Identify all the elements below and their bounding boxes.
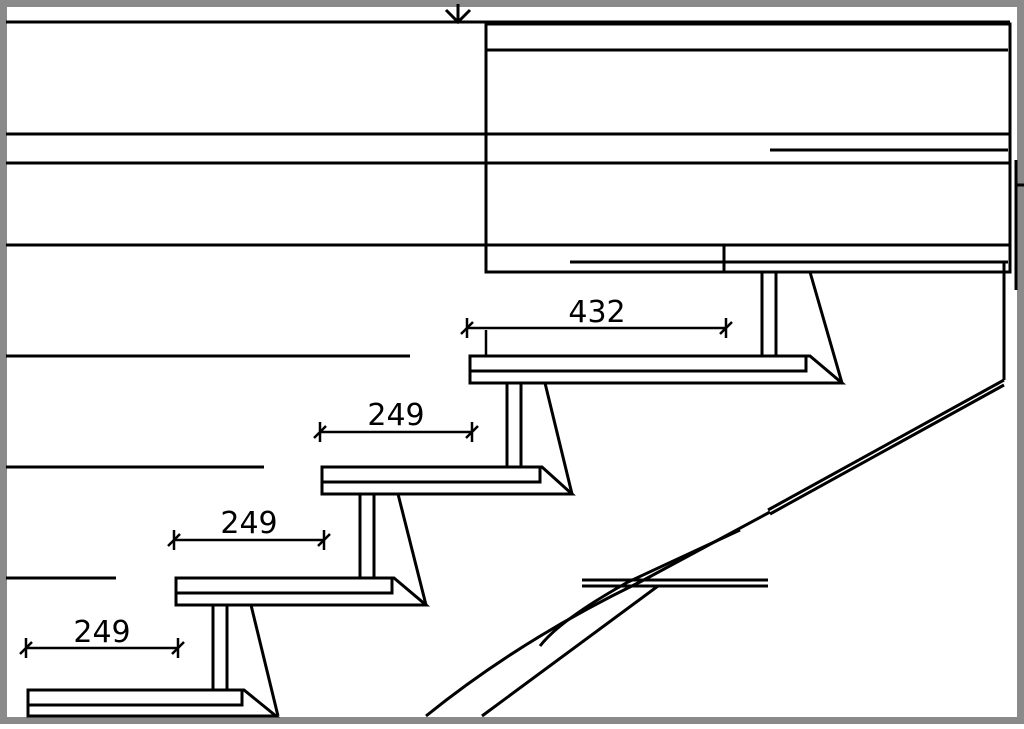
dim-top-slash-left [460, 321, 474, 335]
dimension-step-4: 249 [19, 615, 185, 658]
dimension-top: 432 [460, 295, 733, 356]
top-level-marker [6, 4, 1010, 25]
soffit-line-lower [481, 584, 659, 718]
stair-step-2 [320, 381, 576, 496]
tread-4-inner [28, 690, 244, 707]
tread-1-inner [470, 356, 808, 373]
stringer-2 [543, 382, 574, 495]
level-arrow-head [444, 8, 472, 25]
dim-3-slash-right [317, 533, 331, 547]
stringer-3 [396, 493, 428, 606]
dim-top-slash-right [719, 321, 733, 335]
stair-step-1 [468, 270, 847, 385]
riser-2 [505, 381, 523, 469]
tread-2-inner [322, 467, 542, 484]
riser-1 [760, 270, 778, 358]
dim-3-slash-left [167, 533, 181, 547]
floor-reference-lines [6, 132, 1010, 580]
dimension-label: 249 [220, 506, 277, 541]
dimension-label: 249 [73, 615, 130, 650]
stringer-4 [249, 604, 280, 717]
inclined-soffit [425, 378, 1005, 718]
tread-4 [26, 688, 281, 718]
dim-2-slash-left [313, 425, 327, 439]
soffit-curve-1 [425, 510, 771, 718]
soffit-line-upper [767, 378, 1005, 512]
stair-step-3 [174, 492, 431, 607]
dim-4-slash-right [171, 641, 185, 655]
slab-outline [484, 22, 1012, 274]
stair-step-4 [26, 603, 281, 718]
stringer-1 [808, 271, 844, 384]
riser-3 [358, 492, 376, 580]
dim-4-slash-left [19, 641, 33, 655]
soffit-curve-2 [538, 528, 741, 647]
dimension-label: 432 [568, 295, 625, 330]
tread-3-inner [176, 578, 394, 595]
soffit-line-upper-2 [769, 383, 1005, 516]
riser-4 [211, 603, 229, 692]
dimension-step-2: 249 [313, 398, 479, 442]
dim-2-slash-right [465, 425, 479, 439]
dimension-step-3: 249 [167, 506, 331, 550]
landing-slab [484, 22, 1024, 380]
dimension-label: 249 [367, 398, 424, 433]
